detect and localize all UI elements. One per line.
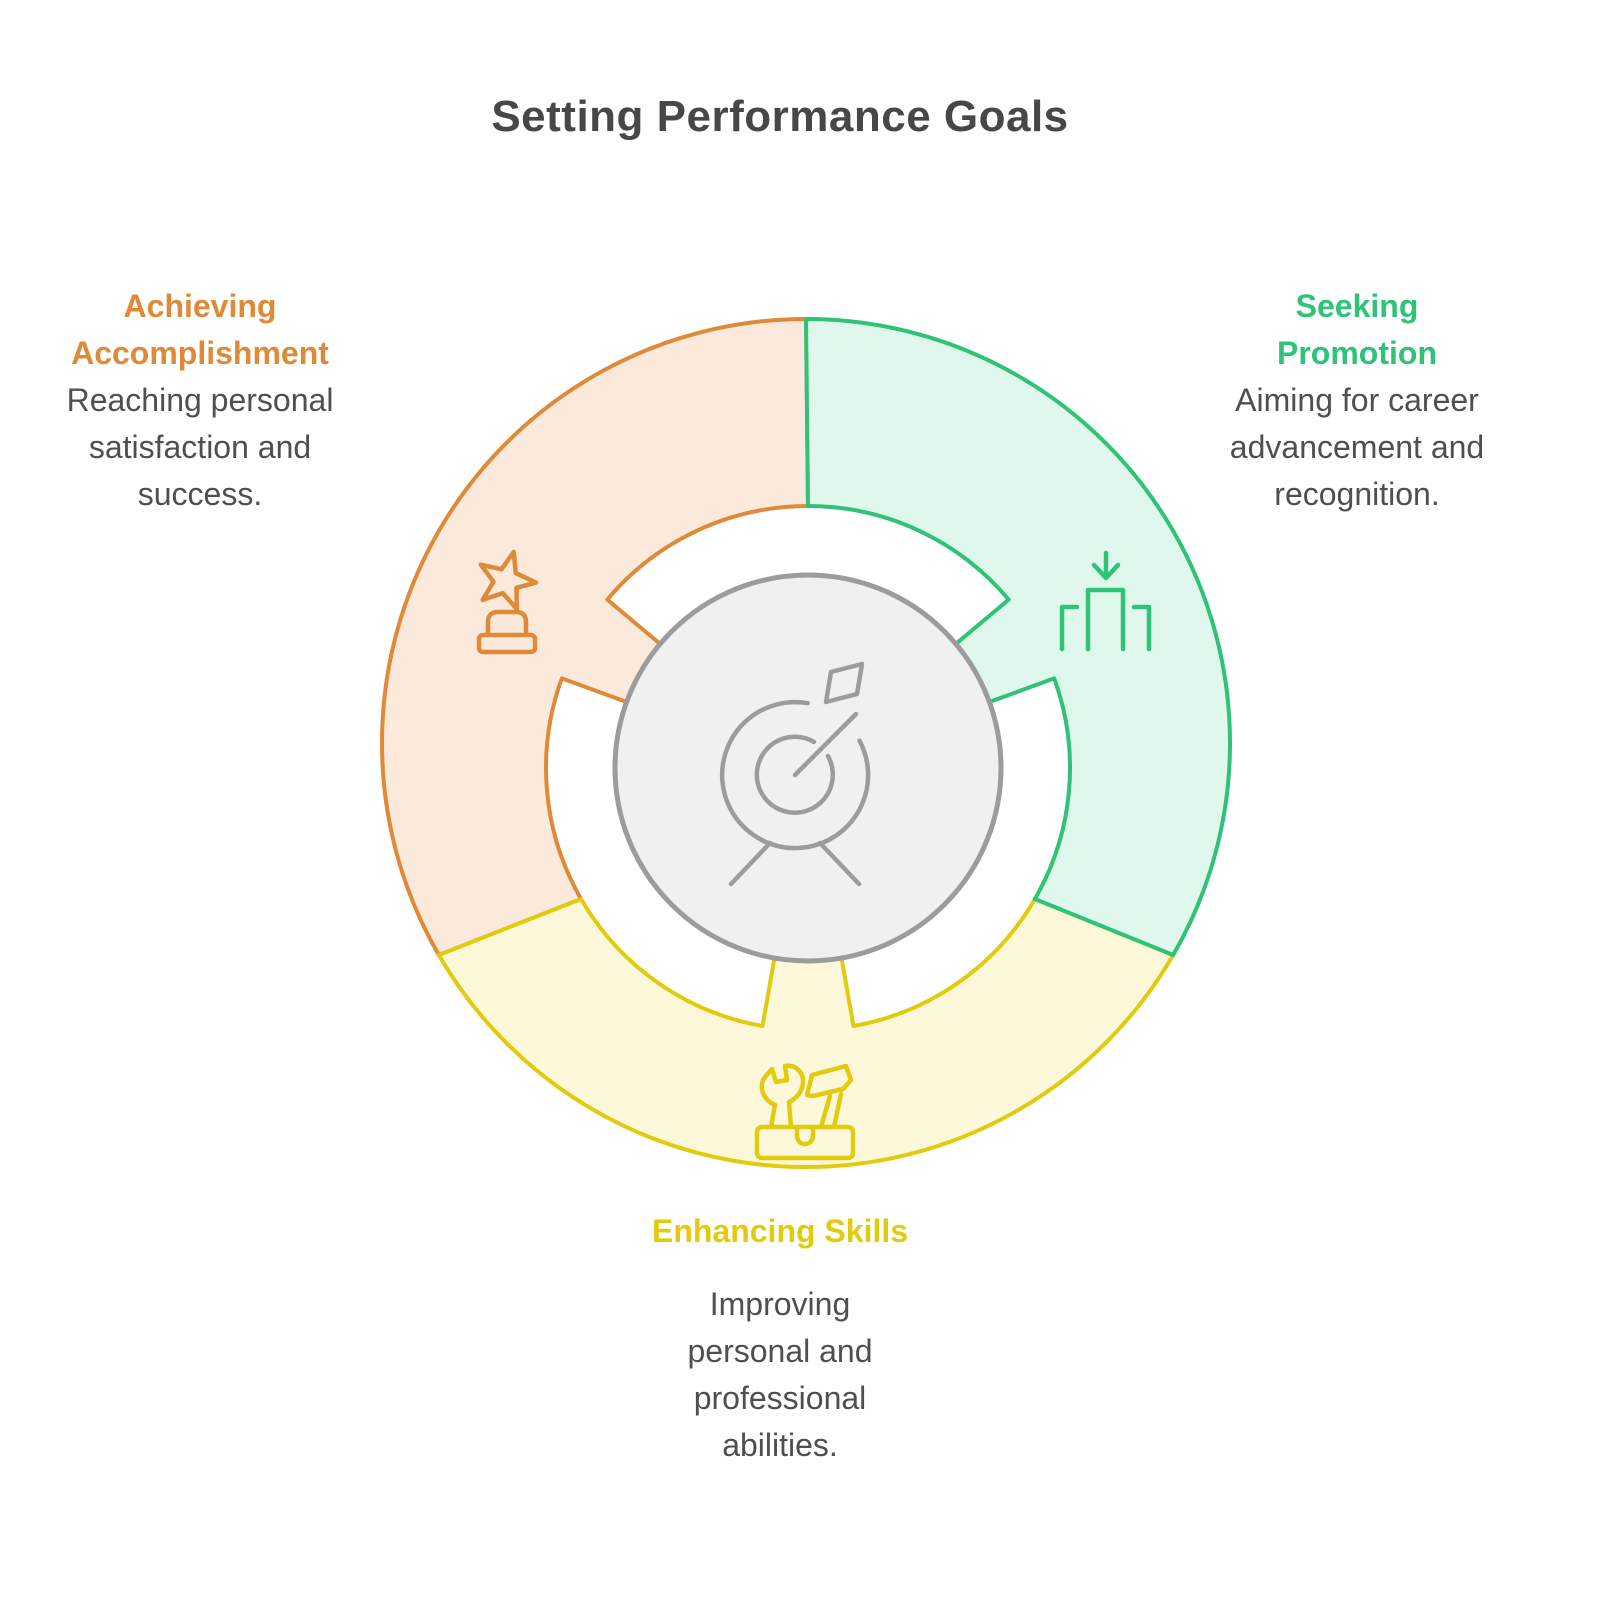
segment-description-promotion: Aiming for career advancement and recogn…	[1229, 382, 1485, 512]
center-disc	[612, 572, 1004, 964]
segment-description-accomplishment: Reaching personal satisfaction and succe…	[66, 382, 334, 512]
label-achieving-accomplishment: Achieving Accomplishment Reaching person…	[40, 283, 360, 518]
segment-heading-promotion: Seeking Promotion	[1277, 288, 1437, 371]
segment-heading-skills: Enhancing Skills	[651, 1213, 909, 1249]
target-dart-icon	[719, 661, 871, 887]
label-seeking-promotion: Seeking Promotion Aiming for career adva…	[1190, 283, 1524, 518]
segment-heading-accomplishment: Achieving Accomplishment	[71, 288, 329, 371]
label-enhancing-skills: Enhancing Skills Improving personal and …	[576, 1208, 984, 1469]
segment-arc-green	[804, 317, 1233, 957]
toolbox-wrench-hammer-icon	[754, 1063, 856, 1161]
podium-down-arrow-icon	[1059, 550, 1152, 652]
segment-achieving-accomplishment	[379, 317, 810, 957]
page-title: Setting Performance Goals	[491, 92, 1069, 141]
trophy-star-icon	[476, 549, 539, 655]
segment-arc-orange	[379, 317, 810, 957]
segment-arc-yellow	[436, 897, 1176, 1170]
segment-description-skills: Improving personal and professional abil…	[687, 1286, 873, 1463]
segment-enhancing-skills	[436, 897, 1176, 1170]
segment-seeking-promotion	[804, 317, 1233, 957]
